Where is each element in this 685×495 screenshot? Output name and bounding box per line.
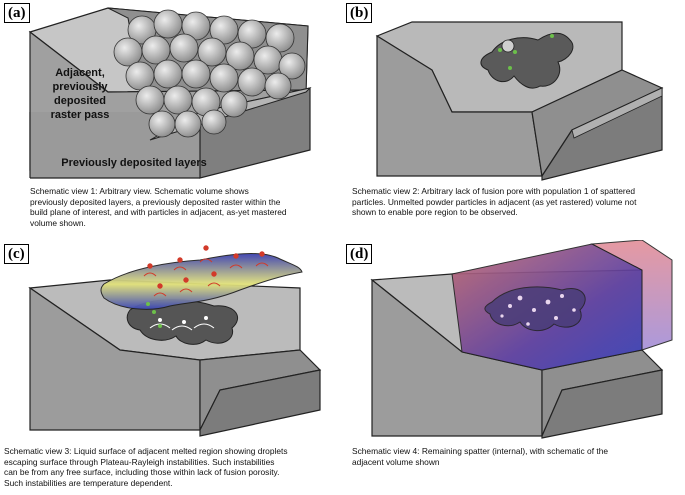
caption-b: Schematic view 2: Arbitrary lack of fusi… [352,186,682,218]
schematic-block-c [28,245,322,437]
caption-line: Such instabilities are temperature depen… [4,477,173,488]
caption-a: Schematic view 1: Arbitrary view. Schema… [30,186,340,228]
panel-label-d: (d) [346,244,373,264]
schematic-block-a: Adjacent, previously deposited raster pa… [28,7,312,179]
schematic-block-d [370,240,673,439]
powder-particles [113,9,306,138]
caption-line: volume shown. [30,217,86,228]
caption-line: adjacent volume shown [352,456,440,467]
caption-line: build plane of interest, and with partic… [30,207,287,218]
caption-line: Schematic view 2: Arbitrary lack of fusi… [352,186,636,196]
caption-line: previously deposited layers, a previousl… [30,196,281,207]
spatter-particles [498,34,554,70]
spatter-particles [146,302,162,328]
panel-label-c: (c) [4,244,29,264]
caption-line: shown to enable pore region to be observ… [352,207,518,218]
remaining-spatter [500,294,576,326]
caption-line: Schematic view 1: Arbitrary view. Schema… [30,186,249,196]
adjacent-label-line4: raster pass [51,109,110,121]
caption-line: can be from any free surface, including … [4,467,280,478]
schematic-block-b [375,21,664,181]
caption-line: particles. Unmelted powder particles in … [352,196,637,207]
escaping-droplets [143,245,269,297]
adjacent-volume-side [590,240,673,351]
layers-label: Previously deposited layers [61,157,207,169]
adjacent-label-line2: previously [52,81,108,93]
caption-c: Schematic view 3: Liquid surface of adja… [4,446,340,488]
panel-label-b: (b) [346,3,373,23]
adjacent-label-line3: deposited [54,95,106,107]
caption-d: Schematic view 4: Remaining spatter (int… [352,446,682,467]
caption-line: Schematic view 4: Remaining spatter (int… [352,446,609,456]
panel-c: (c) [0,240,342,495]
panel-d: (d) Schematic view 4: Remain [342,240,685,495]
panel-label-a: (a) [4,3,30,23]
adjacent-label-line1: Adjacent, [55,67,105,79]
panel-b: (b) Schematic view 2: Arbitrary lack of … [342,0,685,240]
caption-line: escaping surface through Plateau-Rayleig… [4,456,275,467]
caption-line: Schematic view 3: Liquid surface of adja… [4,446,288,456]
pore-bubble [501,39,515,53]
panel-a: (a) [0,0,342,240]
